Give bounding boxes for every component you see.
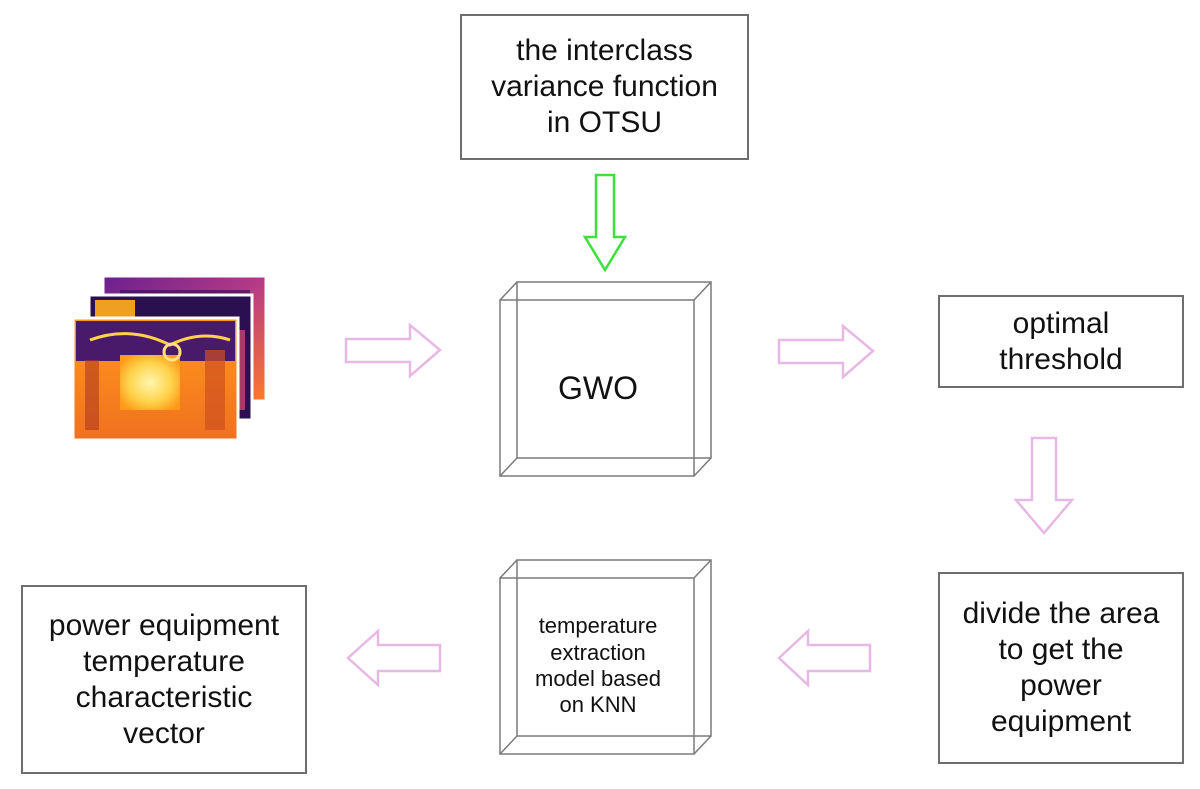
knn-cube: [499, 559, 712, 755]
gwo-label: GWO: [558, 369, 638, 406]
arrow-down-green: [582, 173, 628, 273]
knn-line-3: model based: [535, 666, 661, 691]
threshold-line-2: threshold: [999, 342, 1123, 376]
divide-line-1: divide the area: [962, 597, 1160, 630]
otsu-variance-box: the interclass variance function in OTSU: [460, 14, 749, 160]
otsu-line-1: the interclass: [516, 34, 693, 67]
threshold-line-1: optimal: [1012, 306, 1110, 340]
vector-line-4: vector: [123, 716, 205, 750]
divide-line-3: power: [1020, 669, 1102, 702]
otsu-line-2: variance function: [491, 70, 718, 103]
gwo-cube: [499, 281, 712, 477]
vector-line-2: temperature: [83, 644, 245, 678]
arrow-left-pink-1: [777, 628, 872, 688]
knn-label-container: temperature extraction model based on KN…: [500, 578, 696, 754]
thermal-image-stack-icon: [71, 274, 268, 442]
divide-area-box: divide the area to get the power equipme…: [938, 572, 1184, 764]
knn-line-2: extraction: [550, 639, 646, 665]
characteristic-vector-box: power equipment temperature characterist…: [21, 585, 307, 774]
divide-line-4: equipment: [990, 705, 1132, 738]
knn-line-1: temperature: [538, 613, 658, 639]
vector-line-3: characteristic: [75, 680, 253, 714]
knn-line-4: on KNN: [559, 692, 637, 718]
otsu-line-3: in OTSU: [546, 106, 663, 139]
optimal-threshold-box: optimal threshold: [938, 295, 1184, 388]
vector-line-1: power equipment: [48, 608, 280, 642]
arrow-left-pink-2: [346, 628, 442, 688]
arrow-right-pink-2: [777, 323, 875, 380]
thermal-image-front: [71, 316, 240, 442]
gwo-label-container: GWO: [500, 300, 696, 476]
arrow-right-pink-1: [344, 322, 442, 379]
arrow-down-pink: [1013, 436, 1075, 535]
divide-line-2: to get the: [998, 633, 1124, 666]
